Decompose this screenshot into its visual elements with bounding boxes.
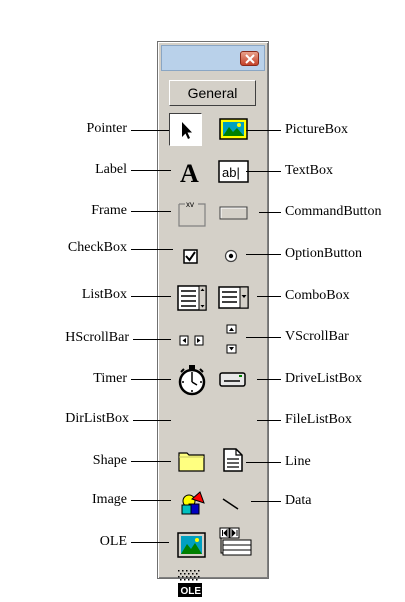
leader-line — [246, 337, 281, 338]
tool-dirlistbox[interactable] — [176, 446, 208, 478]
file-icon — [223, 448, 243, 472]
label-checkbox: CheckBox — [67, 240, 127, 255]
tool-drivelistbox[interactable] — [218, 366, 250, 398]
tool-checkbox[interactable] — [176, 241, 208, 273]
leader-line — [246, 171, 281, 172]
tool-picturebox[interactable] — [218, 116, 250, 148]
label-listbox: ListBox — [81, 287, 127, 302]
leader-line — [251, 501, 281, 502]
tool-image[interactable] — [176, 530, 208, 562]
label-filelistbox: FileListBox — [285, 412, 352, 427]
tool-vscrollbar[interactable] — [218, 323, 250, 355]
tool-data[interactable] — [218, 524, 252, 556]
leader-line — [246, 462, 281, 463]
tool-optionbutton[interactable] — [218, 241, 250, 273]
label-label: Label — [95, 162, 127, 177]
label-drivelistbox: DriveListBox — [285, 371, 362, 386]
vscrollbar-icon — [226, 324, 237, 354]
line-icon — [222, 498, 239, 510]
label-picturebox: PictureBox — [285, 122, 348, 137]
timer-stopwatch-icon — [178, 365, 206, 396]
leader-line — [131, 542, 169, 543]
label-vscrollbar: VScrollBar — [285, 329, 349, 344]
commandbutton-icon — [219, 206, 248, 220]
label-icon-glyph: A — [180, 159, 199, 188]
frame-icon-glyph: xv — [186, 200, 194, 209]
arrow-pointer-icon — [182, 122, 192, 139]
label-combobox: ComboBox — [285, 288, 350, 303]
close-button[interactable] — [240, 51, 259, 66]
drive-icon — [219, 372, 246, 387]
tool-timer[interactable] — [176, 363, 208, 396]
tool-label[interactable]: A — [176, 156, 208, 188]
label-optionbutton: OptionButton — [285, 246, 363, 261]
tool-commandbutton[interactable] — [218, 202, 250, 234]
image-icon — [177, 532, 206, 558]
leader-line — [246, 130, 281, 131]
leader-line — [133, 420, 171, 421]
tab-general[interactable]: General — [169, 80, 256, 106]
leader-line — [131, 296, 171, 297]
label-frame: Frame — [91, 203, 127, 218]
textbox-icon-glyph: ab| — [222, 165, 240, 180]
leader-line — [131, 379, 171, 380]
leader-line — [131, 130, 169, 131]
tool-ole[interactable]: OLE — [174, 568, 206, 600]
leader-line — [133, 339, 171, 340]
tool-combobox[interactable] — [218, 284, 250, 316]
label-data: Data — [285, 493, 312, 508]
leader-line — [257, 379, 281, 380]
folder-icon — [178, 452, 205, 472]
textbox-icon: ab| — [218, 160, 249, 183]
label-icon: A — [180, 159, 199, 188]
leader-line — [257, 296, 281, 297]
leader-line — [131, 249, 173, 250]
data-control-icon — [219, 527, 252, 556]
toolbox-window: General A ab| xv — [157, 41, 269, 597]
optionbutton-icon — [224, 249, 238, 263]
tool-listbox[interactable] — [176, 282, 208, 314]
tool-pointer[interactable] — [169, 113, 202, 146]
hscrollbar-icon — [179, 335, 204, 346]
ole-icon: OLE — [178, 570, 202, 597]
label-ole: OLE — [99, 534, 127, 549]
label-hscrollbar: HScrollBar — [65, 330, 129, 345]
leader-line — [131, 170, 171, 171]
tool-textbox[interactable]: ab| — [218, 158, 250, 190]
shape-icon — [181, 491, 205, 515]
label-commandbutton: CommandButton — [285, 204, 382, 219]
label-image: Image — [92, 492, 127, 507]
title-bar — [161, 45, 265, 71]
tool-hscrollbar[interactable] — [176, 325, 208, 357]
tool-line[interactable] — [218, 488, 250, 520]
combobox-icon — [218, 286, 249, 309]
label-dirlistbox: DirListBox — [65, 411, 129, 426]
close-icon — [245, 54, 255, 64]
tool-shape[interactable] — [176, 488, 208, 520]
listbox-icon — [177, 285, 207, 311]
label-shape: Shape — [92, 453, 127, 468]
leader-line — [257, 420, 281, 421]
label-timer: Timer — [93, 371, 127, 386]
leader-line — [131, 500, 171, 501]
checkbox-icon — [183, 249, 198, 264]
label-pointer: Pointer — [86, 121, 127, 136]
picturebox-icon — [219, 118, 248, 140]
leader-line — [131, 211, 171, 212]
leader-line — [131, 461, 171, 462]
tool-frame[interactable]: xv — [176, 198, 208, 230]
ole-icon-glyph: OLE — [181, 586, 202, 597]
frame-icon: xv — [178, 200, 206, 227]
label-line: Line — [285, 454, 311, 469]
label-textbox: TextBox — [285, 163, 334, 178]
leader-line — [246, 254, 281, 255]
leader-line — [259, 212, 281, 213]
tool-filelistbox[interactable] — [218, 446, 250, 478]
